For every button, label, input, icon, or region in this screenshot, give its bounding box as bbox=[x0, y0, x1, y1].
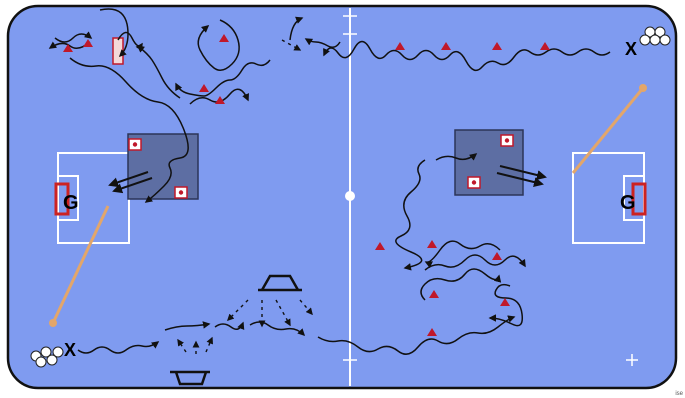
pass-end-left bbox=[49, 319, 57, 327]
grid-box-right bbox=[454, 129, 524, 196]
corner-note: ise bbox=[675, 391, 683, 397]
dribble-paths bbox=[48, 8, 611, 355]
mini-goal-icon bbox=[170, 274, 302, 386]
pitch-marks bbox=[343, 15, 638, 366]
start-left-label: X bbox=[64, 340, 76, 360]
cone-icon bbox=[63, 34, 550, 336]
goalkeeper-right-label: G bbox=[620, 192, 636, 214]
pitch-field bbox=[6, 4, 678, 390]
movement-guides bbox=[177, 39, 313, 354]
pass-end-right bbox=[639, 84, 647, 92]
goal-area-left bbox=[57, 175, 79, 221]
goalkeeper-left-label: G bbox=[63, 192, 79, 214]
pass-lines bbox=[51, 87, 645, 324]
mannequin-marker bbox=[112, 37, 124, 65]
start-right-label: X bbox=[625, 39, 637, 59]
goal-frame-right bbox=[631, 182, 647, 216]
ball-group-icon bbox=[30, 26, 671, 368]
arrow-icon bbox=[108, 165, 547, 194]
goal-frame-left bbox=[54, 182, 70, 216]
centre-spot bbox=[345, 191, 355, 201]
target-marker-icon bbox=[128, 134, 514, 199]
